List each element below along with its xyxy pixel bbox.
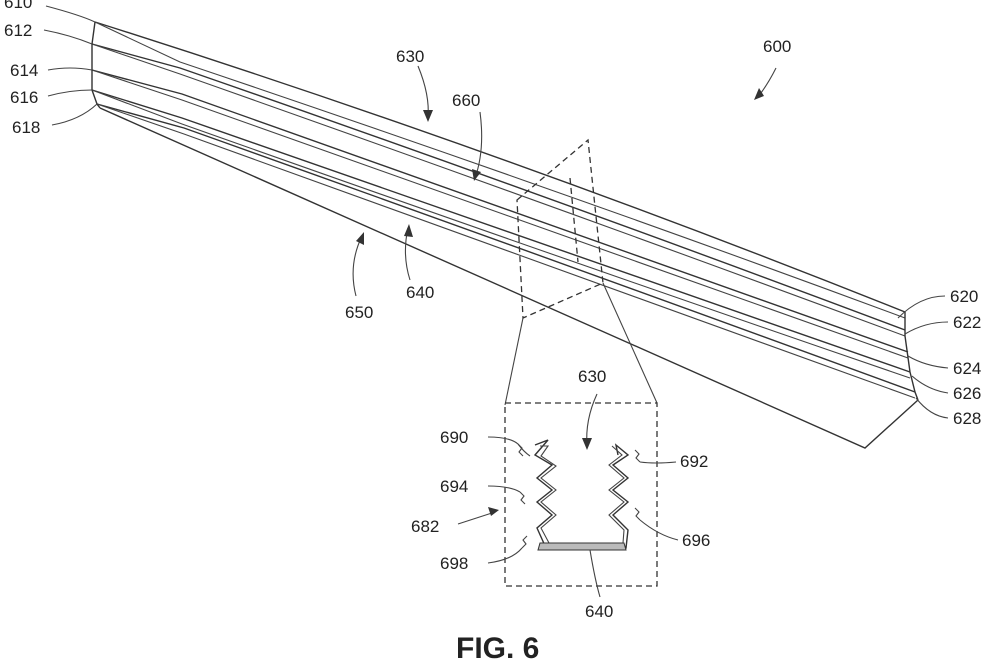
- arrow-682: [457, 511, 496, 525]
- label-694: 694: [440, 477, 468, 496]
- squiggle-690: [517, 443, 524, 457]
- layer-618-upper: [96, 103, 916, 393]
- layer-614-lower: [91, 69, 909, 359]
- leader-628: [915, 397, 949, 419]
- label-612: 612: [4, 21, 32, 40]
- blade-layers: [91, 21, 919, 449]
- leader-692: [639, 461, 677, 464]
- label-682: 682: [411, 517, 439, 536]
- projection-line-left: [504, 317, 524, 406]
- figure-caption: FIG. 6: [456, 632, 539, 665]
- leader-626: [911, 375, 949, 394]
- blade-right-end: [904, 312, 919, 401]
- leaders: [43, 5, 949, 598]
- layer-618-lower: [96, 103, 916, 399]
- layer-614-upper: [91, 69, 909, 353]
- cutting-plane: [516, 138, 604, 319]
- channel-base: [537, 542, 627, 551]
- leader-640b: [589, 549, 601, 598]
- arrowhead-640: [404, 224, 413, 237]
- arrow-660: [474, 111, 483, 179]
- label-630: 630: [396, 47, 424, 66]
- label-600: 600: [763, 37, 791, 56]
- section-projection: [504, 138, 658, 587]
- squiggle-694: [519, 491, 526, 505]
- label-690: 690: [440, 428, 468, 447]
- projection-line-right: [602, 282, 658, 404]
- leader-622: [904, 321, 949, 335]
- label-650: 650: [345, 303, 373, 322]
- label-610: 610: [4, 0, 32, 12]
- leader-698: [487, 547, 523, 564]
- blade-bottom-edge: [99, 107, 919, 449]
- layer-616-lower: [91, 89, 911, 379]
- label-616: 616: [10, 88, 38, 107]
- arrowhead-600: [754, 88, 764, 100]
- leader-624: [907, 355, 949, 369]
- label-614: 614: [10, 61, 38, 80]
- arrowhead-682: [488, 507, 499, 516]
- arrowhead-630: [423, 110, 433, 122]
- leader-612: [43, 29, 93, 45]
- leader-614: [47, 67, 93, 71]
- detail-channel: [533, 439, 630, 551]
- cutting-plane-inner: [569, 177, 579, 263]
- label-692: 692: [680, 452, 708, 471]
- leader-690: [487, 436, 531, 457]
- leader-694: [487, 485, 521, 493]
- layer-612-upper: [91, 43, 906, 331]
- leader-620: [897, 295, 946, 319]
- layer-610-lower: [94, 21, 906, 319]
- arrowhead-630b: [582, 438, 592, 450]
- label-624: 624: [953, 359, 981, 378]
- arrowhead-650: [356, 232, 364, 245]
- layer-612-lower: [91, 43, 906, 337]
- arrow-650: [352, 235, 363, 297]
- label-618: 618: [12, 118, 40, 137]
- squiggle-696: [634, 507, 641, 521]
- label-622: 622: [953, 313, 981, 332]
- label-698: 698: [440, 554, 468, 573]
- leader-616: [47, 89, 93, 97]
- label-626: 626: [953, 384, 981, 403]
- blade-left-end: [91, 21, 101, 109]
- label-620: 620: [950, 287, 978, 306]
- leader-618: [51, 103, 98, 126]
- label-628: 628: [953, 409, 981, 428]
- label-660: 660: [452, 91, 480, 110]
- arrowhead-660: [472, 169, 481, 181]
- layer-616-upper: [91, 89, 911, 373]
- squiggle-692: [634, 449, 641, 463]
- label-696: 696: [682, 531, 710, 550]
- detail-box: [504, 402, 658, 587]
- reference-numerals: 610 612 614 616 618 600 630 660 640 650 …: [4, 0, 981, 621]
- layer-top-edge: [94, 21, 906, 313]
- label-640-detail: 640: [585, 602, 613, 621]
- squiggle-698: [521, 535, 528, 549]
- leader-696: [639, 519, 679, 541]
- label-640: 640: [406, 283, 434, 302]
- label-630-detail: 630: [578, 367, 606, 386]
- leader-610: [45, 5, 96, 23]
- channel-inner: [540, 445, 625, 544]
